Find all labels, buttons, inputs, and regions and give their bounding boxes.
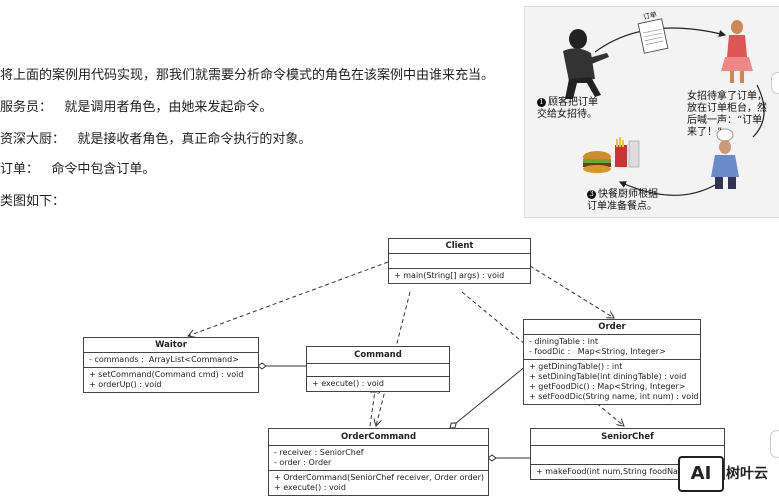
client-to-waiter-dependency [188, 261, 389, 336]
uml-class-ordercommand: OrderCommand - receiver : SeniorChef - o… [268, 428, 489, 496]
page-scroll-handle[interactable] [770, 430, 779, 458]
watermark-logo: AI 树叶云 [678, 453, 778, 493]
order-role-paragraph: 订单： 命令中包含订单。 [0, 162, 156, 177]
uml-interface-command: Command + execute() : void [306, 346, 450, 392]
waitress-figure-icon [721, 20, 753, 83]
caption-step1-text: 顾客把订单 交给女招待。 [537, 97, 598, 120]
uml-class-order: Order - diningTable : int - foodDic : Ma… [523, 319, 701, 405]
uml-class-waitor: Waitor - commands : ArrayList<Command> +… [83, 337, 259, 393]
step3-number-icon: 3 [587, 190, 596, 199]
waitor-class-name: Waitor [84, 338, 258, 353]
order-ticket-icon [637, 18, 669, 54]
caption-step2: 女招待拿了订单， 放在订单柜台，然 后喊一声：“订单 来了！” [687, 91, 767, 138]
client-methods: + main(String[] args) : void [394, 271, 505, 280]
client-to-order-dependency [529, 265, 614, 318]
command-fields [307, 364, 449, 377]
burger-meal-icon [583, 137, 640, 173]
command-methods: + execute() : void [312, 379, 384, 388]
chef-figure-icon [711, 128, 739, 189]
illustration-art [563, 18, 765, 196]
ordercommand-fields: - receiver : SeniorChef - order : Order [269, 446, 488, 471]
ordercommand-class-name: OrderCommand [269, 429, 488, 446]
step1-number-icon: 1 [537, 98, 546, 107]
side-scroll-handle[interactable] [771, 72, 779, 94]
command-class-name: Command [307, 347, 449, 364]
waiter-role-paragraph: 服务员： 就是调用者角色，由她来发起命令。 [0, 100, 273, 115]
client-class-name: Client [389, 239, 530, 254]
order-methods: + getDiningTable() : int + setDiningTabl… [529, 362, 699, 401]
watermark-text: 树叶云 [726, 466, 768, 482]
class-diagram-heading: 类图如下： [0, 194, 66, 209]
intro-paragraph: 将上面的案例用代码实现，那我们就需要分析命令模式的角色在该案例中由谁来充当。 [0, 68, 495, 83]
ordercommand-methods: + OrderCommand(SeniorChef receiver, Orde… [274, 473, 484, 492]
seniorchef-class-name: SeniorChef [531, 429, 724, 446]
order-class-name: Order [524, 320, 700, 335]
uml-class-client: Client + main(String[] args) : void [388, 238, 531, 284]
caption-step3-text: 快餐厨师根据 订单准备餐点。 [587, 189, 658, 212]
watermark-badge: AI [678, 456, 724, 492]
seniorchef-fields [531, 446, 724, 465]
order-fields: - diningTable : int - foodDic : Map<Stri… [524, 335, 700, 360]
waitor-methods: + setCommand(Command cmd) : void + order… [89, 370, 244, 389]
seniorchef-methods: + makeFood(int num,String foodName) [536, 467, 694, 476]
chef-role-paragraph: 资深大厨： 就是接收者角色，真正命令执行的对象。 [0, 132, 312, 147]
client-fields [389, 254, 530, 269]
customer-figure-icon [563, 29, 609, 99]
waitor-fields: - commands : ArrayList<Command> [84, 353, 258, 368]
